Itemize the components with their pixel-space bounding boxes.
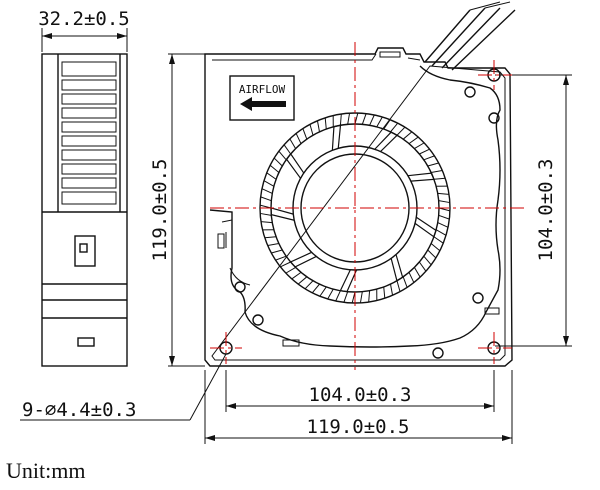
impeller-tooth bbox=[295, 133, 302, 144]
hole-spacing-vertical-dimension: 104.0±0.3 bbox=[535, 159, 557, 262]
impeller-tooth bbox=[260, 196, 272, 202]
impeller-rib bbox=[374, 131, 399, 152]
airflow-arrow-icon bbox=[240, 97, 286, 111]
impeller-tooth bbox=[291, 271, 302, 280]
impeller-tooth bbox=[396, 280, 401, 292]
impeller-tooth bbox=[280, 261, 291, 268]
impeller-tooth bbox=[311, 283, 320, 294]
impeller-tooth bbox=[390, 122, 399, 133]
impeller-tooth bbox=[269, 164, 280, 173]
impeller-tooth bbox=[438, 200, 450, 204]
impeller-tooth bbox=[271, 249, 283, 254]
impeller-tooth bbox=[319, 286, 327, 297]
height-dimension: 119.0±0.5 bbox=[149, 159, 171, 262]
impeller-tooth bbox=[402, 276, 408, 288]
unit-note: Unit:mm bbox=[6, 458, 85, 483]
impeller-tooth bbox=[433, 236, 444, 244]
side-slats bbox=[61, 61, 117, 205]
impeller-tooth bbox=[266, 172, 277, 180]
impeller-tooth bbox=[383, 119, 391, 130]
fan-cable bbox=[424, 1, 516, 71]
impeller-tooth bbox=[289, 138, 297, 149]
impeller-tooth bbox=[423, 155, 435, 161]
impeller-rib bbox=[407, 172, 435, 182]
impeller-tooth bbox=[437, 222, 449, 228]
impeller-tooth bbox=[273, 157, 283, 167]
width-dimension: 119.0±0.5 bbox=[307, 416, 410, 438]
impeller-tooth bbox=[423, 255, 432, 266]
impeller-tooth bbox=[327, 288, 334, 300]
impeller-tooth bbox=[347, 113, 351, 125]
impeller-tooth bbox=[402, 131, 413, 140]
impeller-tooth bbox=[430, 243, 441, 252]
impeller-tooth bbox=[408, 136, 419, 145]
impeller-rib bbox=[285, 152, 305, 179]
impeller-tooth bbox=[339, 113, 342, 126]
impeller-tooth bbox=[343, 291, 349, 303]
impeller-tooth bbox=[418, 261, 427, 272]
impeller-tooth bbox=[260, 221, 273, 224]
impeller-tooth bbox=[261, 188, 273, 194]
impeller-tooth bbox=[275, 255, 287, 261]
impeller-tooth bbox=[283, 144, 292, 155]
impeller-tooth bbox=[359, 291, 363, 303]
impeller-tooth bbox=[376, 116, 383, 128]
impeller-rib bbox=[390, 254, 404, 282]
impeller-tooth bbox=[435, 229, 447, 236]
impeller-tooth bbox=[369, 114, 375, 126]
impeller-tooth bbox=[419, 148, 430, 155]
impeller-tooth bbox=[438, 214, 450, 220]
impeller-tooth bbox=[324, 117, 327, 130]
impeller-tooth bbox=[383, 286, 386, 299]
impeller-tooth bbox=[368, 290, 371, 303]
impeller-tooth bbox=[278, 150, 287, 161]
mounting-hole-dimension: 9-⌀4.4±0.3 bbox=[22, 399, 136, 421]
impeller-rib bbox=[414, 216, 437, 238]
impeller-tooth bbox=[427, 162, 439, 167]
side-view: 32.2±0.5 bbox=[38, 8, 130, 367]
impeller-tooth bbox=[433, 177, 446, 180]
impeller-rib bbox=[289, 251, 317, 268]
thickness-dimension: 32.2±0.5 bbox=[38, 8, 130, 30]
impeller-tooth bbox=[309, 124, 314, 136]
impeller-tooth bbox=[263, 180, 275, 187]
impeller-tooth bbox=[285, 266, 296, 274]
impeller-tooth bbox=[260, 212, 272, 216]
mounting-holes bbox=[219, 68, 501, 355]
impeller-tooth bbox=[361, 113, 367, 125]
impeller-tooth bbox=[431, 169, 443, 173]
hole-spacing-horizontal-dimension: 104.0±0.3 bbox=[309, 384, 412, 406]
impeller-tooth bbox=[304, 280, 314, 290]
impeller-tooth bbox=[302, 128, 308, 140]
impeller-tooth bbox=[335, 290, 341, 302]
impeller-tooth bbox=[408, 272, 415, 283]
impeller-tooth bbox=[427, 249, 437, 259]
front-view: 119.0±0.5 104.0±0.3 bbox=[20, 1, 572, 444]
airflow-label: AIRFLOW bbox=[239, 83, 286, 96]
impeller-tooth bbox=[390, 284, 394, 296]
impeller-tooth bbox=[267, 243, 279, 247]
center-lines bbox=[210, 42, 528, 370]
impeller-tooth bbox=[264, 236, 277, 239]
impeller-rib bbox=[339, 269, 358, 293]
impeller-tooth bbox=[437, 192, 450, 195]
impeller-tooth bbox=[413, 267, 421, 278]
impeller-rib bbox=[331, 124, 342, 151]
impeller-tooth bbox=[297, 276, 308, 285]
impeller-tooth bbox=[414, 142, 425, 150]
impeller-rib bbox=[270, 207, 295, 221]
airflow-indicator: AIRFLOW bbox=[229, 75, 295, 121]
impeller-tooth bbox=[396, 126, 406, 136]
impeller-tooth bbox=[316, 120, 320, 132]
